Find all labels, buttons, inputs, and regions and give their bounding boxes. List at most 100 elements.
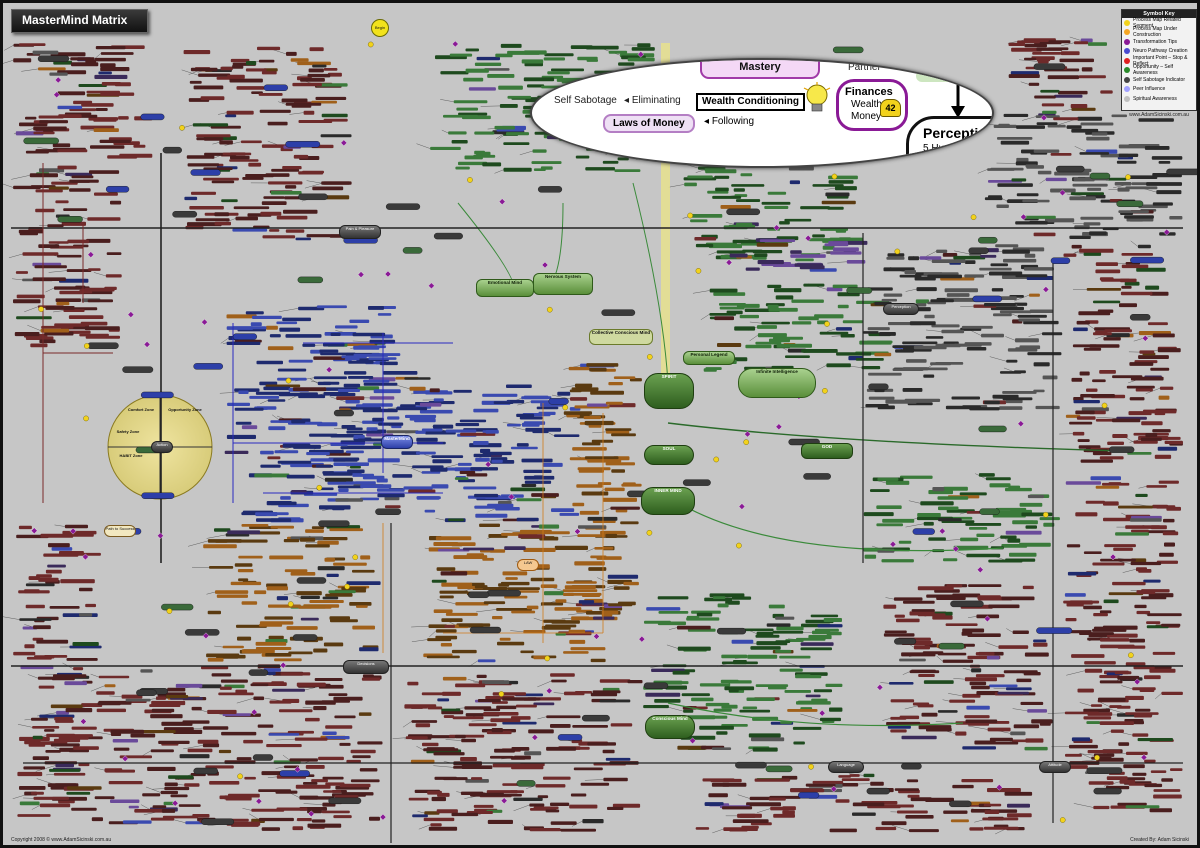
process-map-badge-icon[interactable] <box>822 388 828 394</box>
process-map-badge-icon[interactable] <box>695 268 702 274</box>
map-process-node[interactable] <box>972 295 1003 303</box>
transformation-tip-icon[interactable] <box>1163 228 1170 236</box>
map-process-node[interactable] <box>297 276 324 284</box>
process-map-badge-icon[interactable] <box>544 655 551 662</box>
transformation-tip-icon[interactable] <box>996 784 1003 791</box>
transformation-tip-icon[interactable] <box>977 566 984 574</box>
transformation-tip-icon[interactable] <box>1142 335 1149 342</box>
transformation-tip-icon[interactable] <box>531 734 539 741</box>
map-process-node[interactable] <box>726 208 761 216</box>
symbol-key-url[interactable]: www.AdamSicinski.com.au <box>1129 112 1189 118</box>
process-map-badge-icon[interactable] <box>562 404 569 411</box>
map-process-node[interactable] <box>486 589 521 597</box>
transformation-tip-icon[interactable] <box>1140 754 1148 761</box>
map-process-node[interactable] <box>1033 63 1066 70</box>
map-process-node[interactable] <box>193 363 223 370</box>
transformation-tip-icon[interactable] <box>294 766 301 773</box>
process-map-badge-icon[interactable] <box>38 306 44 312</box>
map-process-node[interactable] <box>201 818 235 825</box>
process-map-badge-icon[interactable] <box>808 763 814 770</box>
map-process-node[interactable] <box>433 232 463 240</box>
map-process-node[interactable] <box>968 247 989 254</box>
map-process-node[interactable] <box>798 791 820 799</box>
map-process-node[interactable] <box>162 146 182 154</box>
map-process-node[interactable] <box>37 55 70 62</box>
process-map-badge-icon[interactable] <box>237 773 243 780</box>
transformation-tip-icon[interactable] <box>201 318 208 326</box>
transformation-tip-icon[interactable] <box>725 259 733 266</box>
transformation-tip-icon[interactable] <box>1020 213 1027 221</box>
process-map-badge-icon[interactable] <box>83 415 89 422</box>
map-process-node[interactable] <box>402 247 423 254</box>
process-map-badge-icon[interactable] <box>1059 817 1066 823</box>
transformation-tip-icon[interactable] <box>87 251 95 258</box>
process-map-badge[interactable]: 42 <box>880 99 901 117</box>
transformation-tip-icon[interactable] <box>541 261 549 269</box>
transformation-tip-icon[interactable] <box>889 540 897 548</box>
map-process-node[interactable] <box>581 714 610 722</box>
map-process-node[interactable] <box>87 342 119 349</box>
transformation-tip-icon[interactable] <box>30 527 38 534</box>
map-process-node[interactable] <box>601 309 636 316</box>
map-process-node[interactable] <box>385 203 421 210</box>
transformation-tip-icon[interactable] <box>325 366 333 374</box>
map-process-node[interactable] <box>318 520 350 527</box>
spirit-node[interactable]: SPIRIT <box>644 373 694 409</box>
nervous-system-node[interactable]: Nervous System <box>533 273 593 295</box>
process-map-badge-icon[interactable] <box>646 529 653 536</box>
map-process-node[interactable] <box>894 638 917 645</box>
transformation-tip-icon[interactable] <box>738 503 746 510</box>
map-process-node[interactable] <box>298 193 328 201</box>
map-process-node[interactable] <box>537 186 563 193</box>
transformation-tip-icon[interactable] <box>1109 553 1117 561</box>
law-node[interactable]: LAW <box>517 559 539 571</box>
transformation-tip-icon[interactable] <box>1042 286 1050 293</box>
transformation-tip-icon[interactable] <box>484 461 492 468</box>
process-map-badge-icon[interactable] <box>831 173 838 180</box>
collective-conscious-mind-node[interactable]: Collective Conscious Mind <box>589 329 653 345</box>
process-map-badge-icon[interactable] <box>743 439 750 445</box>
transformation-tip-icon[interactable] <box>1133 678 1141 686</box>
map-process-node[interactable] <box>950 600 984 608</box>
mastery-node[interactable]: Mastery <box>700 60 820 79</box>
transformation-tip-icon[interactable] <box>1040 114 1048 122</box>
personal-legend-node[interactable]: Personal Legend <box>683 351 735 365</box>
map-process-node[interactable] <box>375 508 402 515</box>
wealth-conditioning-node[interactable]: Wealth Conditioning <box>696 93 806 111</box>
map-process-node[interactable] <box>1108 446 1135 453</box>
map-process-node[interactable] <box>978 237 998 244</box>
map-process-node[interactable] <box>938 642 965 650</box>
transformation-tip-icon[interactable] <box>69 527 77 535</box>
map-process-node[interactable] <box>866 787 890 795</box>
soul-node[interactable]: SOUL <box>644 445 694 465</box>
map-process-node[interactable] <box>184 629 220 636</box>
transformation-tip-icon[interactable] <box>340 139 348 147</box>
map-process-node[interactable] <box>1093 787 1122 795</box>
map-process-node[interactable] <box>136 689 157 696</box>
process-map-badge-icon[interactable] <box>713 456 720 463</box>
map-process-node[interactable] <box>682 479 711 486</box>
map-process-node[interactable] <box>328 797 362 804</box>
transformation-tip-icon[interactable] <box>157 532 164 540</box>
process-map-badge-icon[interactable] <box>646 354 653 360</box>
transformation-tip-icon[interactable] <box>508 493 515 501</box>
transformation-tip-icon[interactable] <box>171 799 179 807</box>
transformation-tip-icon[interactable] <box>593 633 600 640</box>
transformation-tip-icon[interactable] <box>255 797 263 805</box>
map-process-node[interactable] <box>978 425 1007 433</box>
map-process-node[interactable] <box>248 669 269 676</box>
transformation-tip-icon[interactable] <box>637 51 645 58</box>
conscious-mind-node[interactable]: Conscious Mind <box>645 715 695 739</box>
transformation-tip-icon[interactable] <box>82 553 89 561</box>
map-process-node[interactable] <box>263 84 288 91</box>
transformation-tip-icon[interactable] <box>452 40 459 48</box>
process-map-badge-icon[interactable] <box>344 583 350 590</box>
process-map-badge-icon[interactable] <box>352 554 359 561</box>
path-to-success-node[interactable]: Path to Success <box>104 525 136 537</box>
transformation-tip-icon[interactable] <box>1059 189 1066 197</box>
action-node[interactable]: Action <box>151 441 173 453</box>
map-process-node[interactable] <box>285 141 321 148</box>
transformation-tip-icon[interactable] <box>307 810 315 818</box>
map-process-node[interactable] <box>252 754 274 761</box>
map-process-node[interactable] <box>868 383 889 390</box>
